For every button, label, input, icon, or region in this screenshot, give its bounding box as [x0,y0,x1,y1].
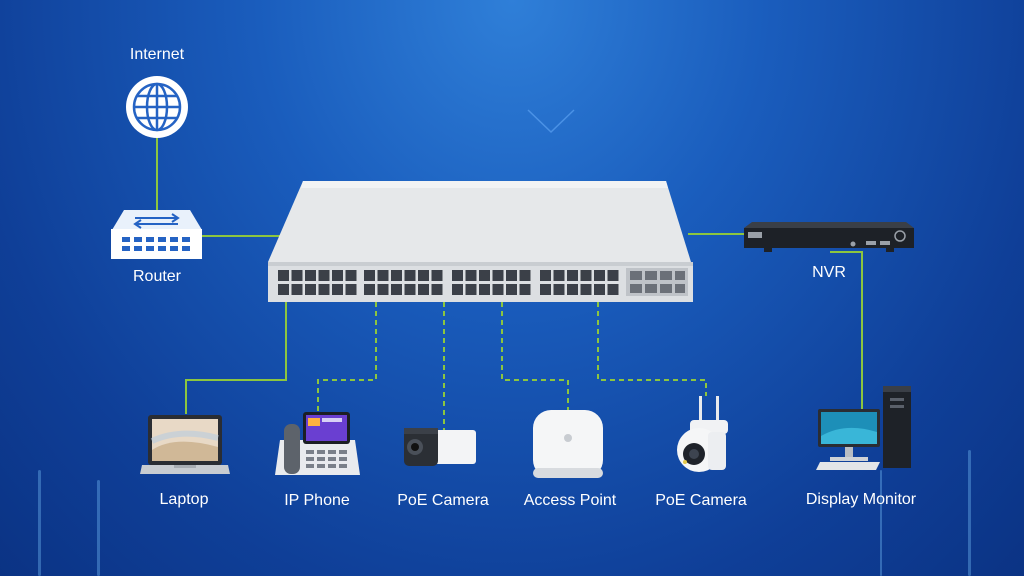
rj45-port [404,284,416,295]
poe-camera-2-label: PoE Camera [655,492,747,509]
rj45-port [540,270,551,281]
dashed-links [317,302,707,430]
rj45-port [305,284,316,295]
rj45-port [492,270,504,281]
rj45-port [506,270,517,281]
rj45-port [567,284,578,295]
globe-icon [126,76,188,138]
rj45-port [332,270,343,281]
light-streak [38,470,41,576]
rj45-port [418,284,429,295]
display-monitor-label: Display Monitor [805,491,917,508]
rj45-port [519,270,531,281]
ip-phone-label: IP Phone [284,492,350,509]
display-monitor-icon [816,386,911,470]
rj45-port [607,270,619,281]
router-icon [111,210,202,259]
rj45-port [364,270,375,281]
rj45-port [404,270,416,281]
rj45-port [332,284,343,295]
poe-camera-1-label: PoE Camera [397,492,489,509]
rj45-port [492,284,504,295]
down-arrow-decoration [527,109,575,134]
rj45-port [506,284,517,295]
light-streak [880,470,882,576]
links [156,138,863,414]
router-label: Router [132,268,182,285]
rj45-port [607,284,619,295]
nvr-label: NVR [812,264,846,281]
rj45-port [418,270,429,281]
laptop-label: Laptop [159,491,209,508]
rj45-port [553,270,565,281]
access-point-label: Access Point [523,492,617,509]
rj45-port [580,270,592,281]
rj45-port [291,270,303,281]
network-switch [268,181,693,302]
rj45-port [291,284,303,295]
link-switch-access-point [501,302,569,410]
rj45-port [431,270,443,281]
rj45-port [580,284,592,295]
nvr-icon [744,222,914,252]
ip-phone-icon [275,412,360,475]
rj45-port [318,270,330,281]
ptz-camera-icon [677,396,728,472]
link-switch-ip-phone [317,302,377,412]
rj45-port [479,270,490,281]
light-streak [968,450,971,576]
rj45-port [391,284,402,295]
rj45-port [465,284,477,295]
rj45-port [278,270,289,281]
link-switch-poe-camera-2 [597,302,707,396]
link-nvr-monitor [830,251,863,410]
rj45-port [465,270,477,281]
rj45-port [377,270,389,281]
light-streak [97,480,100,576]
rj45-port [278,284,289,295]
rj45-port [364,284,375,295]
rj45-port [594,270,605,281]
rj45-port [452,270,463,281]
rj45-port [479,284,490,295]
rj45-port [567,270,578,281]
rj45-port [345,284,357,295]
rj45-port [594,284,605,295]
rj45-port [553,284,565,295]
switch-ports [278,270,619,295]
rj45-port [540,284,551,295]
rj45-port [305,270,316,281]
rj45-port [318,284,330,295]
rj45-port [391,270,402,281]
access-point-icon [533,410,603,478]
laptop-icon [140,415,230,474]
rj45-port [431,284,443,295]
link-switch-laptop [185,302,287,414]
rj45-port [377,284,389,295]
bullet-camera-icon [404,428,476,466]
rj45-port [452,284,463,295]
rj45-port [345,270,357,281]
rj45-port [519,284,531,295]
internet-label: Internet [129,46,185,63]
